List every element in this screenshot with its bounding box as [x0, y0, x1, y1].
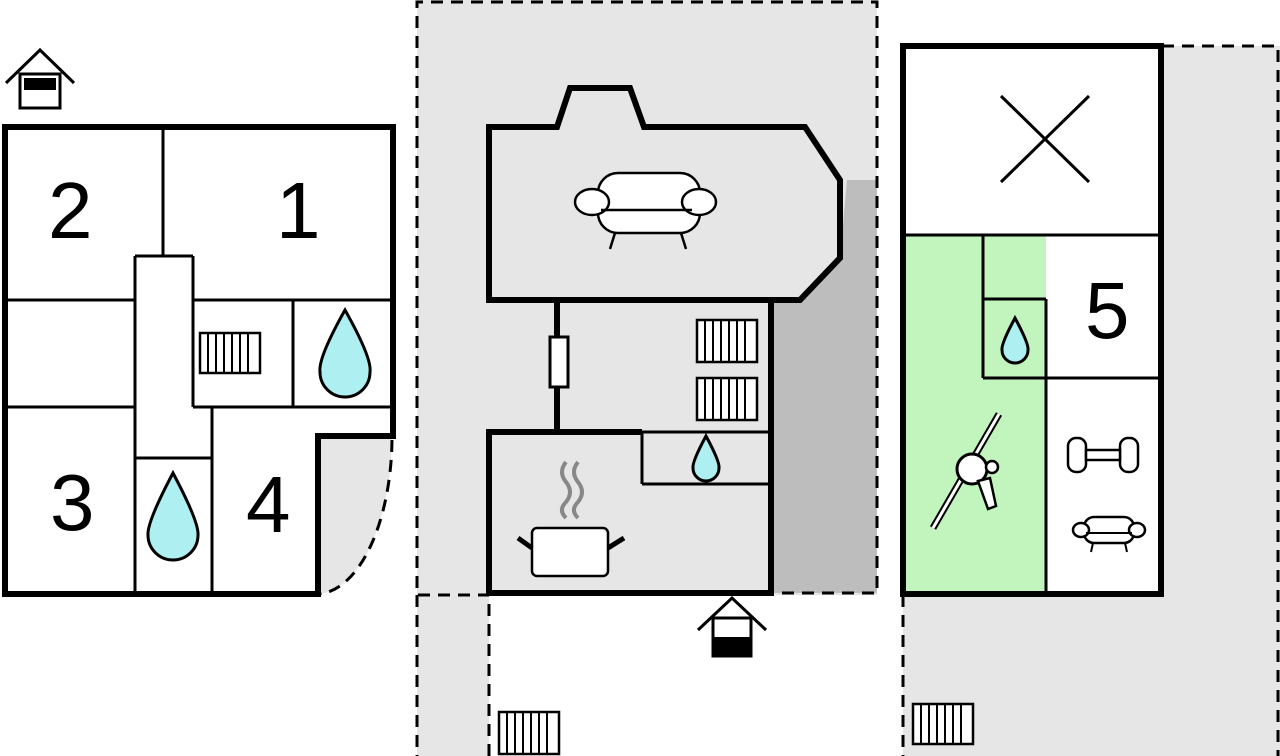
plot-boundary-right — [1162, 44, 1280, 756]
steam-icon — [560, 460, 584, 520]
room-4-label: 4 — [246, 460, 291, 549]
water-drop-icon — [1000, 314, 1030, 365]
radiator-icon — [695, 376, 759, 422]
entrance-house-icon — [4, 47, 76, 110]
water-drop-icon — [691, 432, 721, 483]
void-cross-icon — [999, 94, 1091, 184]
entrance-house-icon — [696, 595, 768, 658]
room-3-label: 3 — [50, 458, 95, 547]
radiator-icon — [198, 331, 262, 375]
water-drop-icon — [146, 469, 200, 562]
floor-right: 5 — [900, 43, 1164, 746]
floor-left: 2 1 3 4 — [2, 47, 396, 597]
dumbbell-icon — [1066, 436, 1140, 474]
radiator-icon — [497, 710, 561, 756]
door-icon — [548, 335, 570, 389]
radiator-icon — [695, 318, 759, 364]
room-2-label: 2 — [48, 166, 93, 255]
floor-middle — [486, 85, 843, 756]
outdoor-area-left — [318, 436, 392, 594]
room-1-label: 1 — [276, 166, 321, 255]
sofa-icon — [573, 171, 718, 250]
radiator-icon — [911, 702, 975, 746]
water-drop-icon — [318, 306, 372, 399]
kitchen-pot-icon — [516, 526, 626, 578]
room-5-label: 5 — [1085, 266, 1130, 355]
plot-boundary-left-arc — [317, 439, 394, 596]
table-tennis-icon — [929, 412, 1003, 530]
terrace-middle — [771, 180, 877, 593]
activity-area — [906, 235, 1046, 593]
armchair-icon — [1071, 515, 1147, 553]
